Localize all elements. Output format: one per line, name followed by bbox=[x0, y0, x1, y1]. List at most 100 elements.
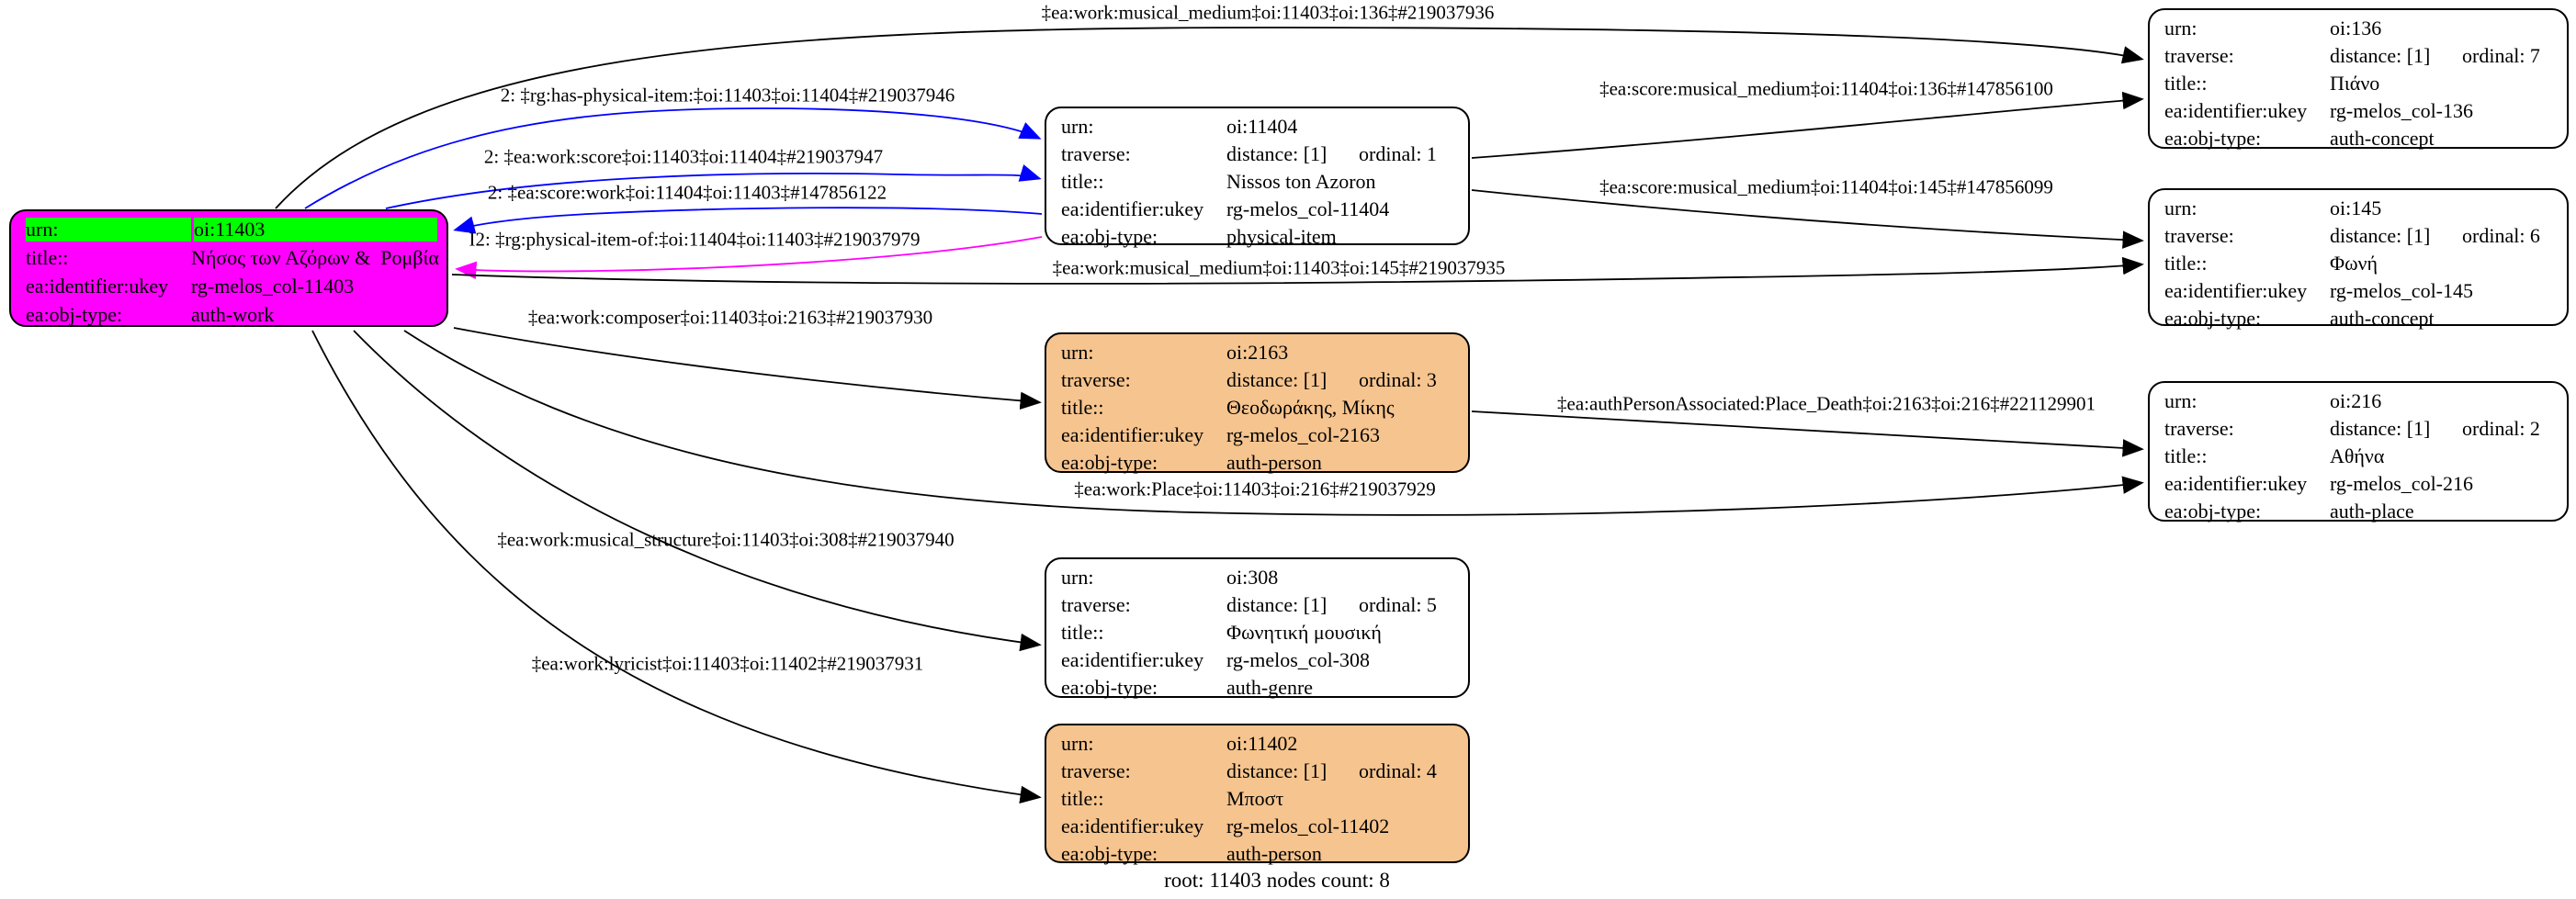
edge-rg-physical-item-of bbox=[455, 236, 1043, 280]
field-value: oi:11402 bbox=[1226, 732, 1298, 755]
node-row: ea:obj-type: auth-person bbox=[1046, 840, 1468, 868]
field-key: ea:identifier:ukey bbox=[1061, 815, 1204, 837]
edge-label-work-composer: ‡ea:work:composer‡oi:11403‡oi:2163‡#2190… bbox=[527, 306, 933, 329]
edge-ea-score-work bbox=[453, 207, 1043, 234]
node-row: title::Nissos ton Azoron bbox=[1046, 168, 1468, 196]
edge-label-ea-score-work: 2: ‡ea:score:work‡oi:11404‡oi:11403‡#147… bbox=[487, 181, 887, 204]
field-value-ordinal: ordinal: 3 bbox=[1359, 368, 1437, 391]
node-row: title::Πιάνο bbox=[2150, 70, 2567, 97]
field-key: urn: bbox=[2164, 17, 2198, 39]
node-row: traverse:distance: [1]ordinal: 2 bbox=[2150, 415, 2567, 443]
field-value: Αθήνα bbox=[2330, 444, 2385, 467]
field-key: urn: bbox=[1061, 732, 1094, 755]
edge-label-work-lyricist: ‡ea:work:lyricist‡oi:11403‡oi:11402‡#219… bbox=[531, 652, 924, 675]
field-key: urn: bbox=[1061, 566, 1094, 589]
field-key: urn: bbox=[26, 218, 191, 242]
node-row: urn: oi:11402 bbox=[1046, 730, 1468, 758]
field-key: urn: bbox=[2164, 197, 2198, 219]
node-row: title::Θεοδωράκης, Μίκης bbox=[1046, 394, 1468, 421]
field-value: auth-place bbox=[2330, 500, 2414, 523]
field-key: ea:identifier:ukey bbox=[26, 275, 169, 298]
edge-ea-work-score bbox=[385, 164, 1042, 209]
field-value-ordinal: ordinal: 7 bbox=[2462, 44, 2540, 67]
field-key: ea:obj-type: bbox=[1061, 225, 1158, 248]
edge-work-musical-medium-136 bbox=[275, 27, 2144, 209]
edge-label-work-musical-structure: ‡ea:work:musical_structure‡oi:11403‡oi:3… bbox=[497, 528, 955, 551]
field-value: Φωνή bbox=[2330, 252, 2378, 275]
field-key: ea:identifier:ukey bbox=[1061, 648, 1204, 671]
node-row: ea:obj-type:auth-concept bbox=[2150, 305, 2567, 332]
edge-label-work-musical-medium-136: ‡ea:work:musical_medium‡oi:11403‡oi:136‡… bbox=[1041, 1, 1495, 24]
field-value: Μποστ bbox=[1226, 787, 1284, 810]
node-row: title::Αθήνα bbox=[2150, 443, 2567, 470]
field-value: oi:145 bbox=[2330, 197, 2382, 219]
node-oi-136[interactable]: urn: oi:136 traverse:distance: [1]ordinal:… bbox=[2148, 8, 2569, 150]
edge-label-work-musical-medium-145: ‡ea:work:musical_medium‡oi:11403‡oi:145‡… bbox=[1052, 256, 1506, 279]
node-row: urn:oi:2163 bbox=[1046, 339, 1468, 366]
field-value: auth-genre bbox=[1226, 676, 1314, 699]
field-value: oi:11404 bbox=[1226, 115, 1298, 138]
node-oi-11404[interactable]: urn: oi:11404 traverse: distance: [1] ordina… bbox=[1045, 107, 1470, 248]
node-row: title::Φωνητική μουσική bbox=[1046, 619, 1468, 646]
node-row: urn: oi:11404 bbox=[1046, 113, 1468, 140]
field-value: distance: [1] bbox=[2330, 417, 2431, 440]
field-key: ea:identifier:ukey bbox=[2164, 99, 2308, 122]
node-row: ea:obj-type:auth-work bbox=[11, 300, 446, 329]
node-row: traverse:distance: [1]ordinal: 3 bbox=[1046, 366, 1468, 394]
field-key: urn: bbox=[1061, 115, 1094, 138]
field-value: distance: [1] bbox=[2330, 224, 2431, 247]
field-value: distance: [1] bbox=[1226, 368, 1328, 391]
field-key: title:: bbox=[2164, 252, 2208, 275]
field-value: rg-melos_col-145 bbox=[2330, 279, 2474, 302]
field-key: traverse: bbox=[1061, 142, 1131, 165]
edge-label-score-musical-medium-136: ‡ea:score:musical_medium‡oi:11404‡oi:136… bbox=[1599, 77, 2053, 100]
node-row: ea:obj-type: auth-person bbox=[1046, 449, 1468, 477]
field-key: traverse: bbox=[2164, 44, 2234, 67]
field-value-ordinal: ordinal: 1 bbox=[1359, 142, 1437, 165]
edge-label-work-place: ‡ea:work:Place‡oi:11403‡oi:216‡#21903792… bbox=[1074, 478, 1436, 500]
edge-work-lyricist bbox=[311, 330, 1042, 804]
edge-score-musical-medium-145 bbox=[1471, 189, 2144, 249]
field-key: ea:obj-type: bbox=[1061, 842, 1158, 865]
field-value: rg-melos_col-216 bbox=[2330, 472, 2474, 495]
node-row: ea:obj-type: auth-place bbox=[2150, 498, 2567, 525]
edge-auth-person-place-death bbox=[1471, 410, 2144, 457]
field-value: auth-person bbox=[1226, 842, 1322, 865]
node-row: urn: oi:145 bbox=[2150, 195, 2567, 222]
field-value-ordinal: ordinal: 2 bbox=[2462, 417, 2540, 440]
field-key: ea:obj-type: bbox=[2164, 500, 2262, 523]
field-value-ordinal: ordinal: 4 bbox=[1359, 759, 1437, 782]
field-value: rg-melos_col-2163 bbox=[1226, 423, 1381, 446]
field-value: Πιάνο bbox=[2330, 72, 2380, 95]
node-row: traverse:distance: [1]ordinal: 7 bbox=[2150, 42, 2567, 70]
edge-label-score-musical-medium-145: ‡ea:score:musical_medium‡oi:11404‡oi:145… bbox=[1599, 175, 2053, 198]
edge-work-composer bbox=[453, 327, 1042, 410]
field-value: oi:11403 bbox=[194, 218, 437, 242]
edge-rg-has-physical-item bbox=[304, 107, 1042, 209]
field-value: auth-person bbox=[1226, 451, 1322, 474]
node-row: title::Φωνή bbox=[2150, 250, 2567, 277]
field-value: distance: [1] bbox=[1226, 142, 1328, 165]
field-key: ea:identifier:ukey bbox=[2164, 472, 2308, 495]
node-row: urn:oi:216 bbox=[2150, 388, 2567, 415]
field-value: oi:136 bbox=[2330, 17, 2382, 39]
field-value: distance: [1] bbox=[1226, 593, 1328, 616]
field-value: auth-concept bbox=[2330, 127, 2435, 150]
node-row: urn:oi:11403 bbox=[11, 215, 446, 243]
field-value: physical-item bbox=[1226, 225, 1337, 248]
field-key: ea:obj-type: bbox=[1061, 451, 1158, 474]
field-key: title:: bbox=[26, 246, 69, 269]
node-row: urn:oi:308 bbox=[1046, 564, 1468, 591]
field-value: rg-melos_col-308 bbox=[1226, 648, 1371, 671]
